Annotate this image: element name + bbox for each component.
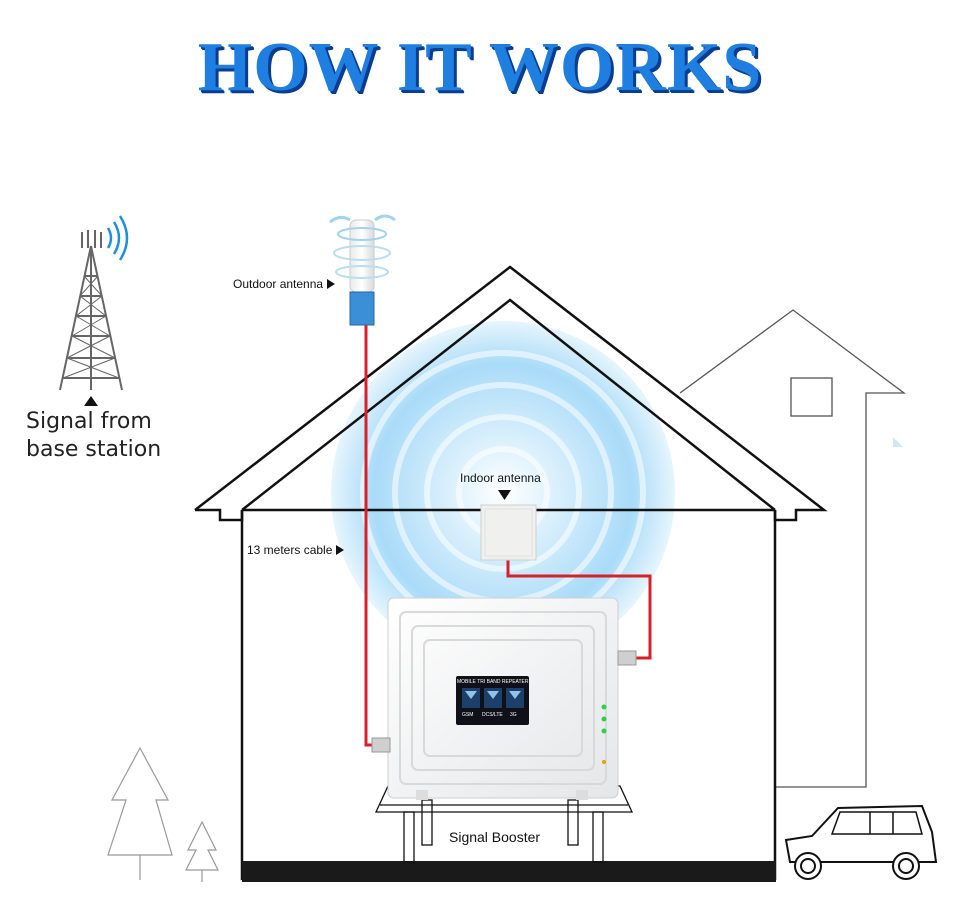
tower-label-line1: Signal from: [26, 409, 152, 434]
booster-screen-heading: MOBILE TRI BAND REPEATER: [457, 679, 529, 685]
tower-label-line2: base station: [26, 437, 162, 462]
outdoor-antenna-label: Outdoor antenna: [233, 277, 336, 291]
booster-band-2: DCS/LTE: [482, 712, 503, 718]
tree-icon: [107, 746, 219, 882]
outdoor-antenna-icon: [329, 214, 396, 326]
house-floor: [242, 861, 776, 882]
indoor-antenna-label: Indoor antenna: [460, 471, 541, 485]
neighbor-house-outline: [679, 309, 906, 788]
arrow-right-icon: [327, 279, 336, 289]
indoor-antenna-pointer: [498, 490, 511, 500]
indoor-cable: [506, 560, 652, 660]
signal-wave-icon: [106, 215, 129, 261]
page-title: HOW IT WORKS: [197, 29, 763, 106]
cable-label: 13 meters cable: [247, 543, 345, 557]
outdoor-antenna-text: Outdoor antenna: [233, 277, 324, 291]
tower-pointer-arrow: [84, 396, 98, 406]
car-icon: [784, 804, 938, 880]
arrow-right-icon: [336, 545, 345, 555]
cable-text: 13 meters cable: [247, 543, 333, 557]
indoor-antenna-icon: [480, 504, 537, 561]
signal-booster-label: Signal Booster: [449, 829, 541, 845]
booster-band-1: GSM: [462, 712, 474, 718]
signal-booster-device: [371, 597, 637, 800]
main-house-outline: [194, 265, 828, 880]
booster-stand: [374, 785, 634, 863]
booster-band-3: 3G: [510, 712, 517, 718]
cell-tower-icon: [59, 230, 123, 391]
